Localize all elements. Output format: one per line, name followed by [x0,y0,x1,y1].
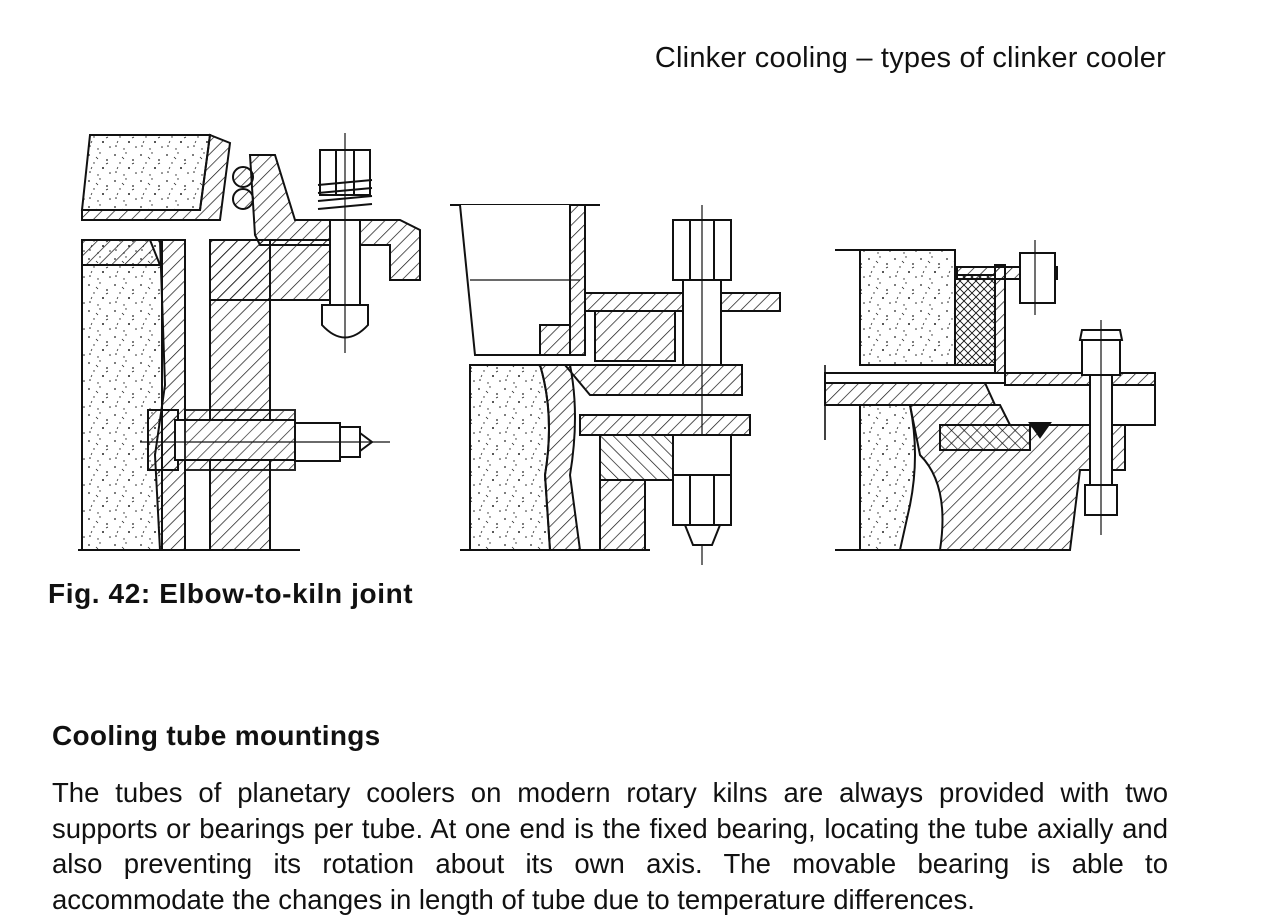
paragraph-text: The tubes of planetary coolers on modern… [52,777,1168,915]
joint-detail-2 [450,204,781,565]
figure-caption: Fig. 42: Elbow-to-kiln joint [48,578,414,609]
section-heading: Cooling tube mountings [52,720,381,751]
technical-drawing [78,133,1156,565]
joint-detail-1 [78,133,421,551]
figure-elbow-to-kiln-joint [60,125,1170,575]
joint-detail-3 [824,240,1156,551]
body-paragraph: The tubes of planetary coolers on modern… [52,775,1168,917]
running-title: Clinker cooling – types of clinker coole… [654,42,1166,74]
